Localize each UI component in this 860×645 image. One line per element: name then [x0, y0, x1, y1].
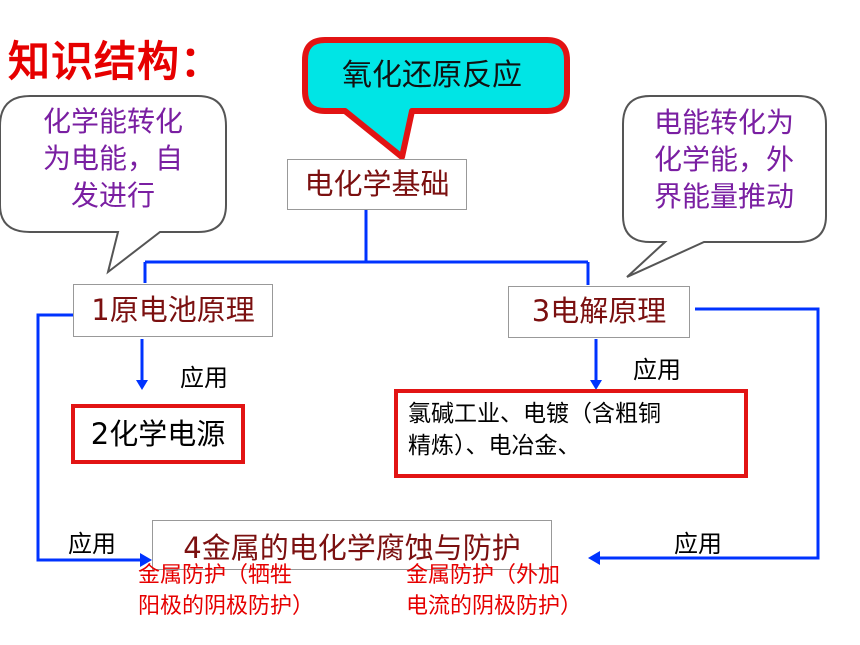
node-metal-corrosion-protection: 4金属的电化学腐蚀与防护 [152, 520, 552, 570]
protection-impressed-current: 金属防护（外加 电流的阴极防护） [406, 560, 582, 622]
edge-label-apply-bottom-right: 应用 [674, 530, 722, 558]
callout-redox-text: 氧化还原反应 [342, 58, 522, 93]
edge-label-apply-left: 应用 [180, 364, 228, 392]
edge-label-apply-right: 应用 [633, 356, 681, 384]
protection-left-line: 金属防护（牺牲 [138, 563, 293, 588]
connector-right-loop [600, 307, 820, 560]
applications-line: 氯碱工业、电镀（含粗铜 [408, 401, 661, 427]
protection-sacrificial-anode: 金属防护（牺牲 阳极的阴极防护） [138, 560, 314, 622]
edge-label-apply-bottom-left: 应用 [68, 530, 116, 558]
right-bubble-line: 界能量推动 [653, 180, 794, 213]
connector-left-loop [36, 313, 140, 562]
node-chemical-power-source: 2化学电源 [71, 404, 245, 464]
node-galvanic-cell: 1原电池原理 [73, 284, 273, 337]
page-title: 知识结构： [8, 37, 224, 86]
node-electrochemistry-basics: 电化学基础 [287, 159, 467, 210]
left-bubble-line: 为电能，自 [42, 142, 183, 175]
left-bubble-line: 化学能转化 [42, 105, 183, 138]
right-bubble-line: 化学能，外 [653, 143, 794, 176]
node-electrolysis-applications: 氯碱工业、电镀（含粗铜 精炼）、电冶金、 [394, 389, 748, 478]
arrowhead-node4-left [140, 553, 152, 567]
protection-right-line: 金属防护（外加 [406, 563, 561, 588]
left-bubble-line: 发进行 [70, 179, 155, 212]
left-bubble-text: 化学能转化 为电能，自 发进行 [2, 103, 224, 214]
node-electrolysis: 3电解原理 [508, 286, 690, 338]
connectors [36, 210, 820, 562]
arrowhead-node2 [136, 380, 148, 390]
applications-line: 精炼）、电冶金、 [408, 433, 581, 459]
protection-right-line: 电流的阴极防护） [406, 594, 583, 619]
right-bubble-text: 电能转化为 化学能，外 界能量推动 [624, 104, 824, 215]
arrowhead-node4-right [588, 551, 600, 565]
right-bubble-line: 电能转化为 [653, 106, 794, 139]
protection-left-line: 阳极的阴极防护） [138, 594, 315, 619]
arrowhead-apps [590, 380, 602, 390]
arrowheads [136, 380, 602, 567]
left-bubble-shape [0, 95, 227, 275]
top-callout-shape [302, 37, 570, 160]
right-bubble-shape [622, 95, 827, 278]
